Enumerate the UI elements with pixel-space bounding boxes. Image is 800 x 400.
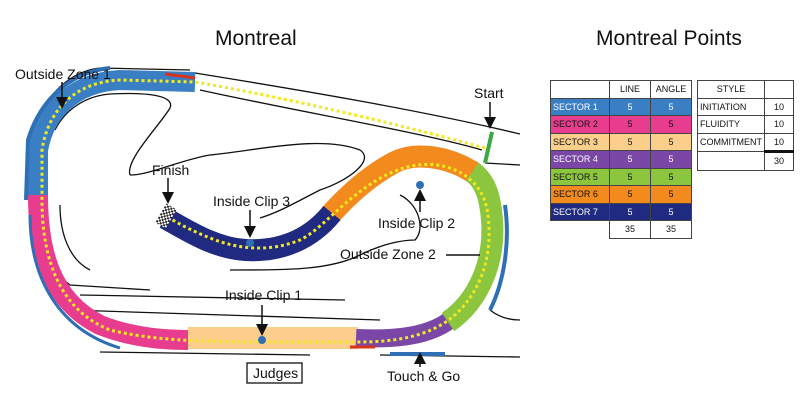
sector-line-score: 5 <box>609 132 651 151</box>
sector-name: SECTOR 7 <box>550 202 610 221</box>
label-start: Start <box>474 85 504 101</box>
sector-angle-score: 5 <box>650 167 692 186</box>
total-blank <box>551 221 610 239</box>
sector-angle-score: 5 <box>650 115 692 134</box>
inside-clip-1-dot <box>258 336 266 344</box>
sector-5-band <box>441 160 504 332</box>
header-line: LINE <box>609 80 651 99</box>
outside-zone-2-clip <box>488 204 509 311</box>
points-title: Montreal Points <box>596 27 742 50</box>
style-name: FLUIDITY <box>697 115 765 134</box>
sector-name: SECTOR 5 <box>550 167 610 186</box>
sector-line-score: 5 <box>609 97 651 116</box>
outside-zone-1-clip <box>24 66 111 201</box>
sector-line-score: 5 <box>609 185 651 204</box>
sector-angle-score: 5 <box>650 132 692 151</box>
line-total: 35 <box>609 220 651 239</box>
style-value: 10 <box>764 132 794 152</box>
finish-line <box>155 203 177 229</box>
sector-2-band <box>28 194 189 350</box>
style-table-header: STYLE <box>697 80 794 99</box>
sector-angle-score: 5 <box>650 185 692 204</box>
style-name: COMMITMENT <box>697 132 765 152</box>
label-outside-zone-1: Outside Zone 1 <box>15 66 111 82</box>
style-total-blank <box>697 151 765 171</box>
sector-name: SECTOR 4 <box>550 150 610 169</box>
header-angle: ANGLE <box>650 80 692 99</box>
label-judges: Judges <box>253 365 298 381</box>
style-total-row: 30 <box>697 150 794 171</box>
style-value: 10 <box>764 97 794 116</box>
label-finish: Finish <box>152 162 189 178</box>
style-value: 10 <box>764 115 794 134</box>
sector-line-score: 5 <box>609 202 651 221</box>
sector-name: SECTOR 1 <box>550 97 610 116</box>
angle-total: 35 <box>650 220 692 239</box>
map-title: Montreal <box>215 27 297 50</box>
label-inside-clip-3: Inside Clip 3 <box>213 193 290 209</box>
sector-6-band <box>321 145 479 223</box>
outer-blue-bottom <box>28 214 121 350</box>
sector-name: SECTOR 3 <box>550 132 610 151</box>
inside-clip-3-dot <box>246 239 254 247</box>
sector-name: SECTOR 2 <box>550 115 610 134</box>
sector-line-score: 5 <box>609 150 651 169</box>
style-name: INITIATION <box>697 97 765 116</box>
label-inside-clip-1: Inside Clip 1 <box>225 287 302 303</box>
header-blank <box>550 80 610 99</box>
sector-7-band <box>159 205 341 262</box>
inside-clip-2-dot <box>416 181 424 189</box>
style-header-blank <box>764 80 794 99</box>
ideal-line <box>40 78 491 344</box>
sector-line-score: 5 <box>609 167 651 186</box>
outside-zone-1-marker <box>164 72 196 80</box>
label-touch-and-go: Touch & Go <box>387 368 460 384</box>
style-total: 30 <box>764 150 794 171</box>
style-header: STYLE <box>697 80 765 99</box>
sector-name: SECTOR 6 <box>550 185 610 204</box>
sector-angle-score: 5 <box>650 202 692 221</box>
judges-box <box>246 362 303 384</box>
sector-table-header: LINE ANGLE <box>550 80 692 99</box>
label-outside-zone-2: Outside Zone 2 <box>340 246 436 262</box>
sector-line-score: 5 <box>609 115 651 134</box>
start-line <box>483 131 494 164</box>
sector-angle-score: 5 <box>650 97 692 116</box>
label-inside-clip-2: Inside Clip 2 <box>378 215 455 231</box>
track-diagram: Outside Zone 1 Start Finish Inside Clip … <box>15 66 521 384</box>
sector-angle-score: 5 <box>650 150 692 169</box>
